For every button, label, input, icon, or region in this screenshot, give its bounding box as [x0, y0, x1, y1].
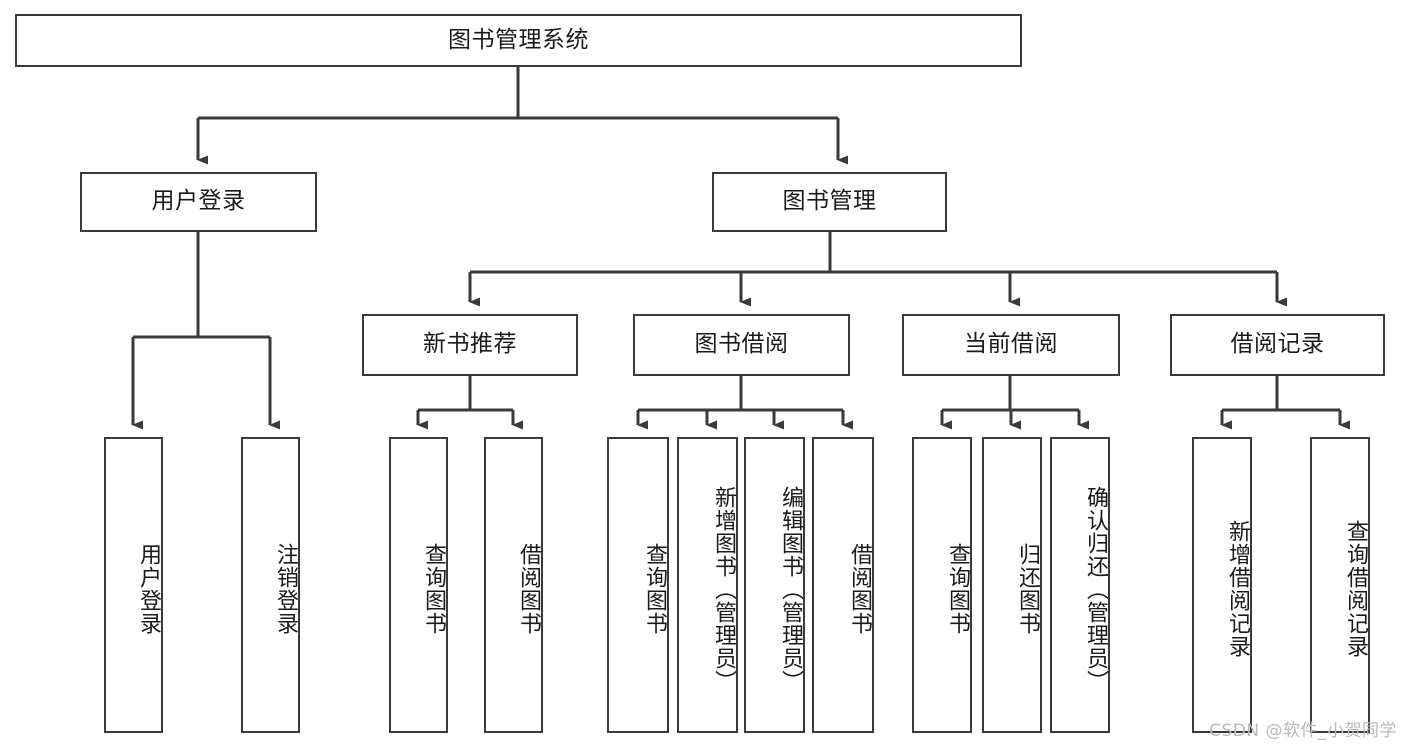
leaf-book-borrow-query[interactable]: 查询图书 — [607, 437, 669, 733]
node-user-login-label: 用户登录 — [151, 188, 246, 215]
leaf-book-borrow-borrow[interactable]: 借阅图书 — [812, 437, 874, 733]
leaf-new-book-borrow[interactable]: 借阅图书 — [484, 437, 543, 733]
leaf-book-borrow-add-label: 新增图书（管理员） — [711, 485, 736, 693]
node-current-borrow[interactable]: 当前借阅 — [902, 314, 1120, 376]
leaf-book-borrow-add[interactable]: 新增图书（管理员） — [677, 437, 738, 733]
node-new-book-recommend[interactable]: 新书推荐 — [362, 314, 578, 376]
leaf-book-borrow-query-label: 查询图书 — [642, 543, 667, 635]
leaf-borrow-record-query[interactable]: 查询借阅记录 — [1310, 437, 1370, 733]
leaf-borrow-record-add[interactable]: 新增借阅记录 — [1192, 437, 1252, 733]
node-user-login[interactable]: 用户登录 — [80, 172, 317, 232]
leaf-current-borrow-return[interactable]: 归还图书 — [982, 437, 1042, 733]
node-new-book-recommend-label: 新书推荐 — [423, 331, 517, 358]
leaf-current-borrow-query[interactable]: 查询图书 — [912, 437, 972, 733]
leaf-book-borrow-borrow-label: 借阅图书 — [847, 543, 872, 635]
leaf-user-login-logout-label: 注销登录 — [273, 543, 298, 635]
node-book-management-label: 图书管理 — [782, 188, 877, 215]
csdn-watermark: CSDN @软件_小贺同学 — [1209, 721, 1397, 741]
leaf-book-borrow-edit-label: 编辑图书（管理员） — [778, 485, 803, 693]
node-root-label: 图书管理系统 — [448, 26, 589, 53]
leaf-new-book-query-label: 查询图书 — [421, 543, 446, 635]
leaf-user-login-login-label: 用户登录 — [136, 543, 161, 635]
node-borrow-record-label: 借阅记录 — [1230, 331, 1325, 358]
leaf-current-borrow-confirm-label: 确认归还（管理员） — [1083, 485, 1108, 693]
node-book-borrow[interactable]: 图书借阅 — [633, 314, 850, 376]
leaf-book-borrow-edit[interactable]: 编辑图书（管理员） — [744, 437, 805, 733]
leaf-new-book-borrow-label: 借阅图书 — [516, 543, 541, 635]
leaf-borrow-record-query-label: 查询借阅记录 — [1343, 520, 1368, 658]
node-book-management[interactable]: 图书管理 — [712, 172, 947, 232]
leaf-current-borrow-confirm[interactable]: 确认归还（管理员） — [1050, 437, 1110, 733]
leaf-user-login-login[interactable]: 用户登录 — [104, 437, 163, 733]
node-borrow-record[interactable]: 借阅记录 — [1170, 314, 1385, 376]
leaf-user-login-logout[interactable]: 注销登录 — [241, 437, 300, 733]
node-book-borrow-label: 图书借阅 — [694, 331, 789, 358]
leaf-current-borrow-return-label: 归还图书 — [1015, 543, 1040, 635]
node-current-borrow-label: 当前借阅 — [964, 331, 1058, 358]
leaf-borrow-record-add-label: 新增借阅记录 — [1225, 520, 1250, 658]
leaf-new-book-query[interactable]: 查询图书 — [389, 437, 448, 733]
node-root[interactable]: 图书管理系统 — [15, 14, 1022, 67]
leaf-current-borrow-query-label: 查询图书 — [945, 543, 970, 635]
